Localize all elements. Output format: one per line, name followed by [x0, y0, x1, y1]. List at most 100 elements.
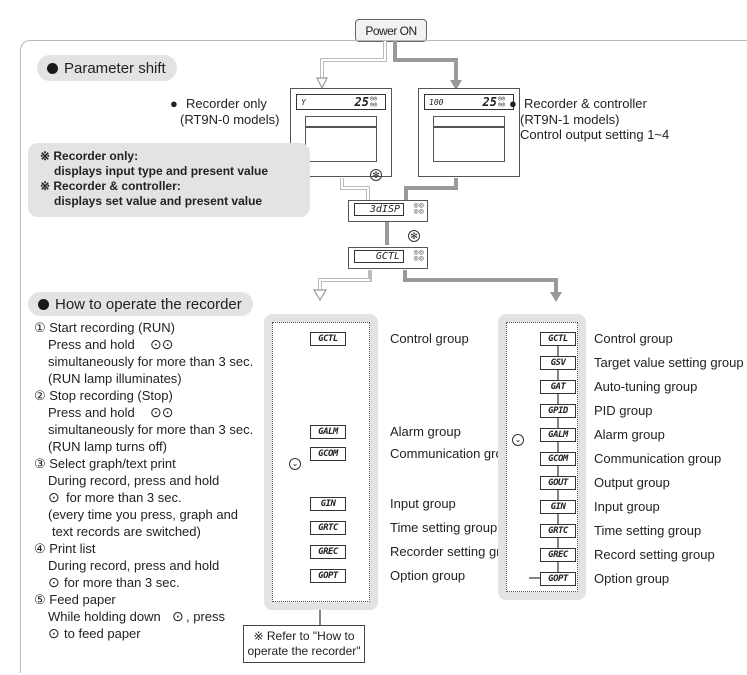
recorder-only-bullet: ●: [170, 96, 178, 111]
up-down-keys-icon: ⊙⊙: [150, 336, 174, 352]
asterisk-icon: ✻: [408, 230, 420, 242]
group-code: GIN: [540, 500, 576, 514]
recorder-controller-bullet: ●: [509, 96, 517, 111]
step-text: (RUN lamp turns off): [48, 439, 167, 454]
recorder-only-title: Recorder only: [186, 96, 267, 111]
step-text: simultaneously for more than 3 sec.: [48, 422, 254, 437]
group-label: Input group: [594, 499, 660, 514]
down-key-icon: ⊙: [48, 574, 60, 590]
refer-note: ※ Refer to "How to operate the recorder": [243, 625, 365, 663]
key-icons: ◎◎◎◎: [413, 250, 424, 262]
group-label: Time setting group: [594, 523, 702, 538]
step-text: During record, press and hold: [48, 473, 220, 488]
step-text: ③ Select graph/text print: [34, 456, 176, 471]
parameter-shift-label: Parameter shift: [37, 55, 177, 81]
note-line: displays set value and present value: [54, 194, 263, 208]
group-code: GCOM: [310, 447, 346, 461]
group-code: GAT: [540, 380, 576, 394]
recorder-only-lcd: Y 25 ◎◎◎◎: [296, 94, 386, 110]
group-label: Alarm group: [390, 424, 461, 439]
down-key-icon: ⌄: [512, 434, 524, 446]
how-to-title: How to operate the recorder: [55, 295, 242, 313]
lcd-right-value: 25: [354, 95, 369, 109]
paper-slot: [305, 116, 377, 162]
step-text: (every time you press, graph and: [48, 507, 239, 522]
step-text: (RUN lamp illuminates): [48, 371, 182, 386]
group-label: PID group: [594, 403, 653, 418]
step-text: While holding down: [48, 609, 161, 624]
recorder-controller-title: Recorder & controller: [524, 96, 647, 111]
group-label: Record setting group: [594, 547, 715, 562]
step-text: to feed paper: [64, 626, 141, 641]
step-text: ⑤ Feed paper: [34, 592, 116, 607]
paper-slot: [433, 116, 505, 162]
group-label: Alarm group: [594, 427, 665, 442]
down-key-icon: ⊙: [48, 625, 60, 641]
recorder-controller-models: (RT9N-1 models): [520, 112, 620, 127]
group-label: Auto-tuning group: [594, 379, 698, 394]
step-text: text records are switched): [52, 524, 201, 539]
group-label: Target value setting group: [594, 355, 744, 370]
how-to-operate-label: How to operate the recorder: [28, 292, 253, 316]
display-note: ※ Recorder only: displays input type and…: [28, 143, 310, 217]
group-code: GCTL: [310, 332, 346, 346]
group-code: GOUT: [540, 476, 576, 490]
outer-frame: [20, 40, 747, 673]
group-code: GIN: [310, 497, 346, 511]
step-text: simultaneously for more than 3 sec.: [48, 354, 254, 369]
group-code: GREC: [310, 545, 346, 559]
left-key-icon: ⊙: [172, 608, 184, 624]
refer-line: operate the recorder": [247, 644, 361, 658]
recorder-only-device: Y 25 ◎◎◎◎: [290, 88, 392, 177]
group-code: GALM: [310, 425, 346, 439]
group-label: Control group: [594, 331, 673, 346]
recorder-controller-lcd: 100 25 ◎◎◎◎: [424, 94, 514, 110]
step-text: ① Start recording (RUN): [34, 320, 175, 335]
lcd-left-value: 100: [429, 97, 444, 107]
gctl-lcd: GCTL: [354, 250, 404, 263]
step-text: Press and hold: [48, 337, 135, 352]
group-code: GOPT: [540, 572, 576, 586]
bullet-icon: [38, 298, 49, 310]
bullet-icon: [47, 62, 58, 74]
note-line: displays input type and present value: [54, 164, 269, 178]
asterisk-icon: ✻: [370, 169, 382, 181]
group-code: GSV: [540, 356, 576, 370]
group-code: GRTC: [540, 524, 576, 538]
parameter-shift-text: Parameter shift: [64, 59, 166, 77]
group-code: GOPT: [310, 569, 346, 583]
group-code: GRTC: [310, 521, 346, 535]
disp-lcd: 3dISP: [354, 203, 404, 216]
recorder-controller-device: 100 25 ◎◎◎◎: [418, 88, 520, 177]
group-code: GCOM: [540, 452, 576, 466]
step-text: ④ Print list: [34, 541, 96, 556]
note-line: ※ Recorder only:: [40, 149, 139, 163]
step-text: , press: [186, 609, 226, 624]
refer-line: ※ Refer to "How to: [253, 629, 355, 643]
power-on-button[interactable]: Power ON: [355, 19, 427, 42]
down-key-icon: ⌄: [289, 458, 301, 470]
lcd-right-value: 25: [482, 95, 497, 109]
gctl-display: GCTL ◎◎◎◎: [348, 247, 428, 269]
group-label: Communication group: [390, 446, 518, 461]
step-text: for more than 3 sec.: [66, 490, 182, 505]
recorder-only-models: (RT9N-0 models): [180, 112, 280, 127]
note-line: ※ Recorder & controller:: [40, 179, 181, 193]
step-text: Press and hold: [48, 405, 135, 420]
left-group-panel: [264, 314, 378, 610]
up-down-keys-icon: ⊙⊙: [150, 404, 174, 420]
group-code: GPID: [540, 404, 576, 418]
group-label: Input group: [390, 496, 456, 511]
group-label: Recorder setting group: [390, 544, 523, 559]
group-code: GALM: [540, 428, 576, 442]
recorder-controller-setting: Control output setting 1~4: [520, 127, 670, 142]
group-label: Output group: [594, 475, 670, 490]
key-icons: ◎◎◎◎: [413, 203, 424, 215]
step-text: for more than 3 sec.: [64, 575, 180, 590]
group-code: GREC: [540, 548, 576, 562]
panel-inner: [272, 322, 370, 602]
group-label: Control group: [390, 331, 469, 346]
group-code: GCTL: [540, 332, 576, 346]
group-label: Option group: [390, 568, 466, 583]
